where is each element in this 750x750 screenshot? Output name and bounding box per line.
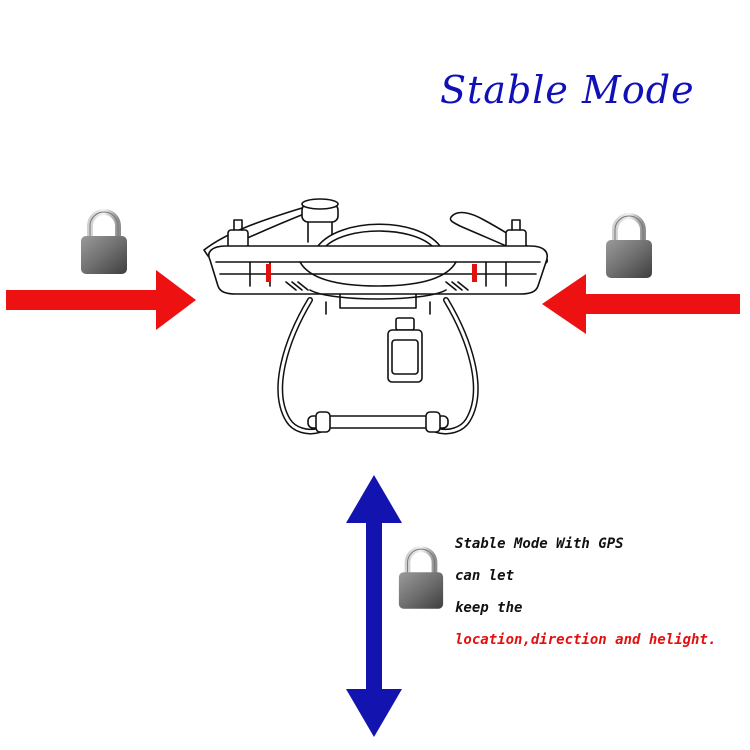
red-arrow-left: [542, 274, 740, 334]
stable-mode-caption: Stable Mode With GPS can let keep the lo…: [455, 528, 716, 656]
padlock-icon: [398, 546, 444, 609]
blue-arrow-vertical: [346, 475, 402, 737]
caption-line: can let: [455, 568, 515, 584]
padlock-icon: [81, 209, 127, 274]
padlock-icon: [606, 213, 652, 278]
red-arrow-right: [6, 270, 196, 330]
page-title: Stable Mode: [440, 68, 695, 112]
drone-illustration: [203, 198, 549, 435]
caption-line: keep the: [455, 600, 523, 616]
caption-line: Stable Mode With GPS: [455, 536, 624, 552]
caption-line-highlight: location,direction and helight.: [455, 632, 717, 648]
